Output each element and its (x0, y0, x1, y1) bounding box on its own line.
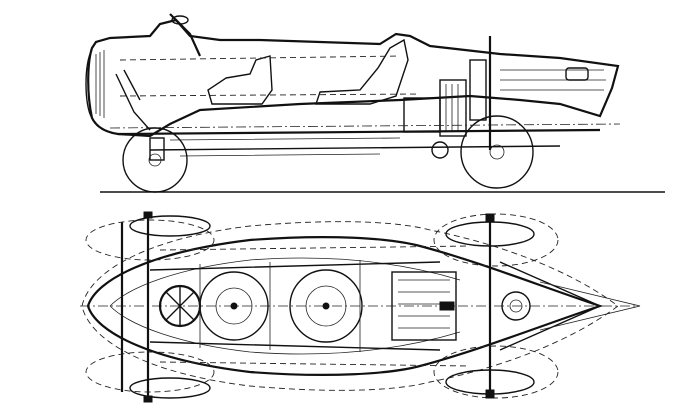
front-hub-side (148, 153, 162, 167)
hull-inner-upper (109, 257, 461, 307)
hull-inner-lower (109, 305, 461, 355)
front-seat-inner (215, 287, 253, 325)
steering-column (169, 13, 202, 57)
steering-wheel (171, 15, 189, 25)
rear-seat-center (322, 302, 330, 310)
rear-seat-inner (305, 285, 347, 327)
front-seat (207, 55, 273, 105)
front-wheel-top (129, 215, 211, 237)
plan-view (80, 211, 641, 403)
front-axle-housing (149, 137, 165, 161)
rear-wheel-swing-top (433, 213, 559, 267)
gear-housing (431, 141, 449, 159)
front-suspension (115, 69, 151, 131)
radiator-front (85, 49, 93, 119)
tail-bracing (499, 261, 602, 351)
chassis-rail-upper (117, 128, 601, 136)
rear-hub-bottom (485, 389, 495, 399)
chassis-rail-lower (149, 145, 561, 151)
front-kingpin-top (143, 211, 153, 219)
front-kingpin-bottom (143, 395, 153, 403)
flywheel-plan (439, 301, 455, 311)
rear-hatch (565, 67, 589, 81)
front-wheel-swing-bottom (85, 351, 215, 393)
engine-plan (391, 271, 457, 341)
rear-wheel-side (460, 115, 534, 189)
engine-block (403, 97, 441, 133)
driveshaft (169, 137, 401, 157)
plan-fairing-outline (81, 221, 619, 391)
rear-panel-lines (500, 69, 606, 91)
front-wheel-bottom (129, 377, 211, 399)
engine-cylinders-plan (398, 279, 450, 329)
frame-crossmembers (199, 260, 361, 352)
centerline-side (109, 123, 621, 129)
hidden-lines-plan (159, 245, 471, 367)
exhaust-stack (469, 59, 487, 121)
differential-inner (509, 299, 523, 313)
plan-hull-outline (86, 236, 604, 376)
cylinder-bank (439, 79, 467, 137)
side-elevation-view (85, 13, 665, 193)
frame-rails-plan (149, 261, 441, 351)
rear-wheel-swing-bottom (433, 345, 559, 399)
steering-spokes (165, 286, 195, 326)
cylinder-fins (445, 84, 459, 132)
rear-seat-plan (289, 269, 363, 343)
differential-plan (501, 291, 531, 321)
rear-hub-side (489, 144, 505, 160)
body-outline (87, 18, 620, 138)
front-seat-center (230, 302, 238, 310)
rear-seat (315, 38, 409, 105)
front-wheel-swing-top (85, 219, 215, 261)
tail-point (539, 281, 641, 331)
hidden-lines-side (119, 55, 421, 97)
radiator-core (95, 50, 105, 118)
rear-hub-top (485, 213, 495, 223)
